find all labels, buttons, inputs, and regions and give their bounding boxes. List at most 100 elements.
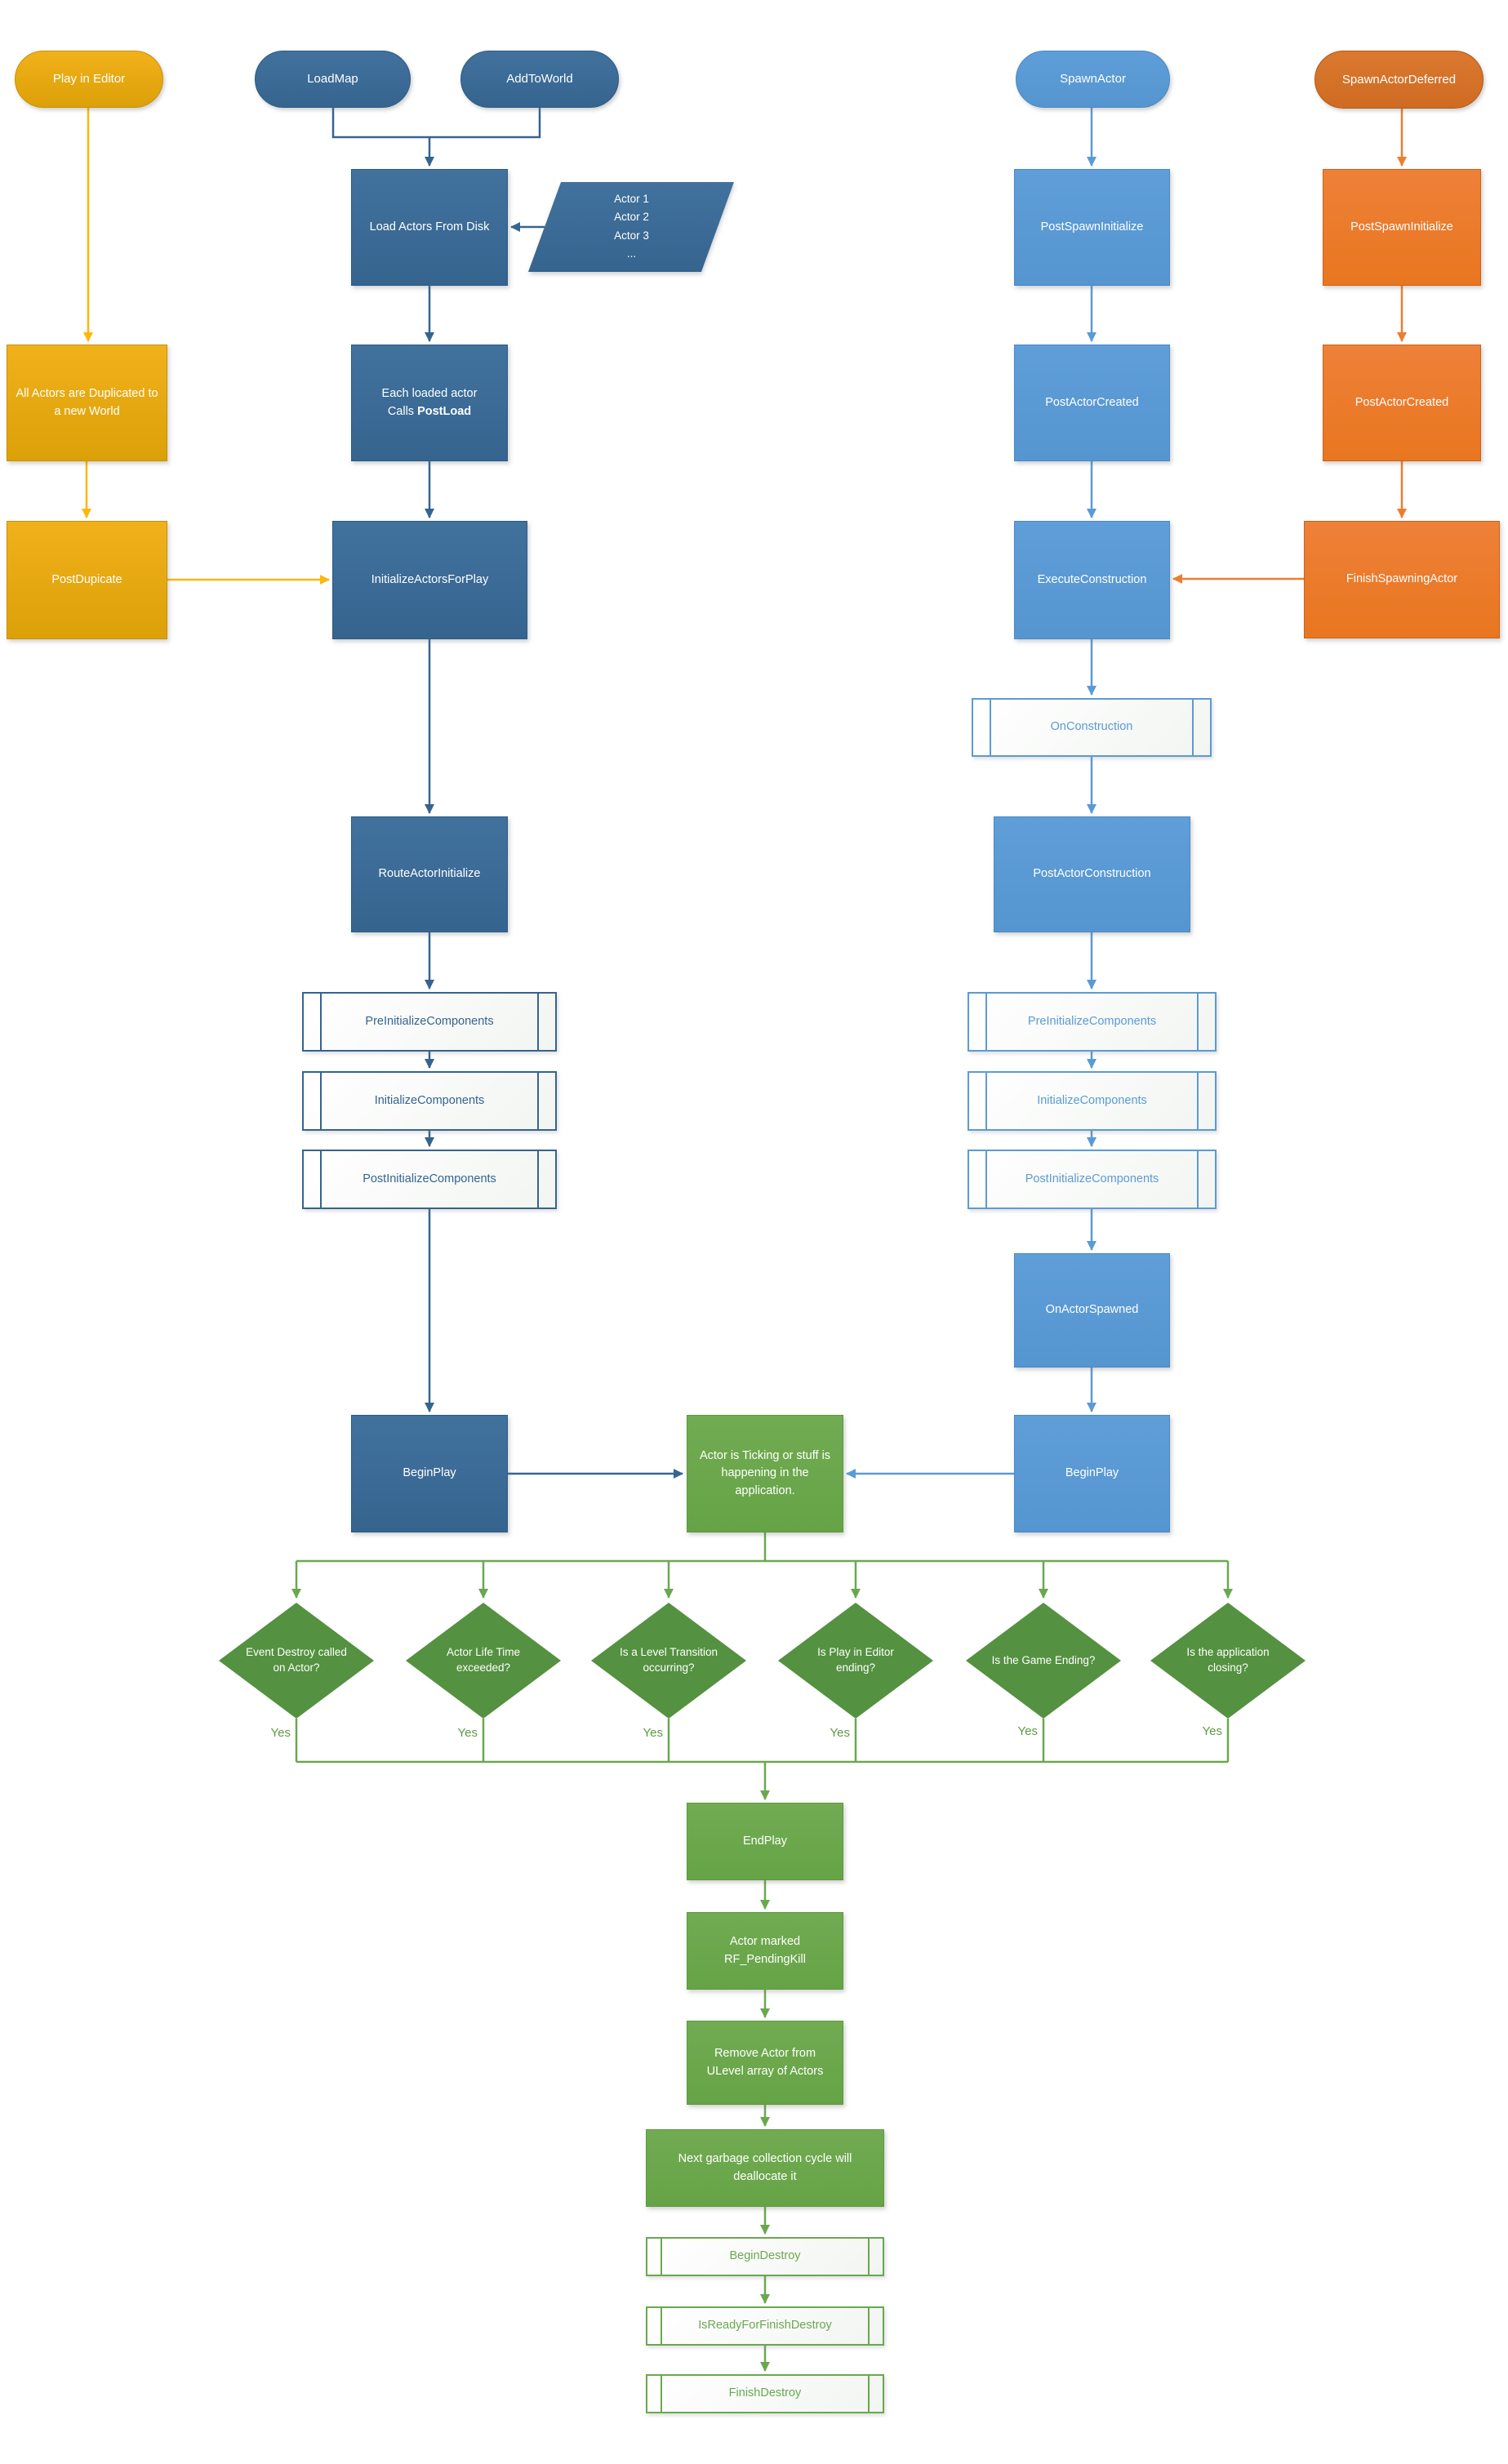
all-actors-duplicated-label: All Actors are Duplicated to a new World <box>16 387 158 418</box>
remove-from-ulevel-label: Remove Actor from ULevel array of Actors <box>706 2047 824 2078</box>
dark-blue-connectors <box>331 108 683 1479</box>
subroutine-bar <box>985 994 987 1050</box>
node-postdupicate: PostDupicate <box>7 521 167 639</box>
start-loadmap: LoadMap <box>255 51 411 108</box>
node-finishspawningactor: FinishSpawningActor <box>1304 521 1500 638</box>
postactorconstruction-label: PostActorConstruction <box>1033 867 1151 881</box>
subroutine-initializecomponents-right: InitializeComponents <box>968 1071 1217 1131</box>
node-postload: Each loaded actor Calls PostLoad <box>351 345 508 461</box>
decision-level-transition-label: Is a Level Transition occurring? <box>619 1646 718 1674</box>
load-actors-label: Load Actors From Disk <box>369 220 490 234</box>
node-garbage-collection: Next garbage collection cycle will deall… <box>646 2129 884 2207</box>
spawnactor-label: SpawnActor <box>1060 72 1126 87</box>
node-postspawninitialize-orange: PostSpawnInitialize <box>1323 169 1481 286</box>
subroutine-finishdestroy: FinishDestroy <box>646 2374 884 2413</box>
initializecomponents-right-label: InitializeComponents <box>1037 1093 1147 1107</box>
addtoworld-label: AddToWorld <box>506 72 573 87</box>
data-actor-list: Actor 1 Actor 2 Actor 3 ... <box>527 182 735 272</box>
beginplay-left-label: BeginPlay <box>403 1466 456 1480</box>
start-spawnactor: SpawnActor <box>1016 51 1170 108</box>
join-loadmap-addtoworld <box>331 108 541 139</box>
routeactorinitialize-label: RouteActorInitialize <box>378 867 481 881</box>
subroutine-preinitializecomponents-left: PreInitializeComponents <box>302 992 557 1052</box>
decision-lifetime-exceeded-label: Actor Life Time exceeded? <box>446 1646 521 1674</box>
postload-line2: Calls PostLoad <box>388 403 471 420</box>
isreadyforfinishdestroy-label: IsReadyForFinishDestroy <box>698 2319 832 2333</box>
subroutine-bar <box>537 1151 539 1208</box>
node-postactorcreated-blue: PostActorCreated <box>1014 345 1170 461</box>
pendingkill-label: Actor marked RF_PendingKill <box>724 1935 806 1966</box>
subroutine-bar <box>868 2376 870 2412</box>
node-onactorspawned: OnActorSpawned <box>1014 1253 1170 1368</box>
preinitializecomponents-right-label: PreInitializeComponents <box>1027 1014 1157 1028</box>
yes-label-6: Yes <box>1202 1724 1222 1738</box>
yes-label-1: Yes <box>270 1726 291 1740</box>
node-postspawninitialize-blue: PostSpawnInitialize <box>1014 169 1170 286</box>
yes-label-2: Yes <box>457 1726 478 1740</box>
decision-pie-ending-label: Is Play in Editor ending? <box>817 1646 894 1674</box>
yes-label-4: Yes <box>830 1726 850 1740</box>
subroutine-bar <box>985 1073 987 1129</box>
subroutine-bar <box>868 2308 870 2344</box>
subroutine-bar <box>1192 700 1194 755</box>
actor-list-line-1: Actor 1 <box>613 193 649 206</box>
start-addtoworld: AddToWorld <box>460 51 619 108</box>
subroutine-preinitializecomponents-right: PreInitializeComponents <box>968 992 1217 1052</box>
postload-line2-prefix: Calls <box>387 404 418 418</box>
yes-label-3: Yes <box>643 1726 663 1740</box>
node-endplay: EndPlay <box>687 1803 843 1880</box>
subroutine-isreadyforfinishdestroy: IsReadyForFinishDestroy <box>646 2306 884 2346</box>
subroutine-bar <box>990 700 991 755</box>
finishdestroy-label: FinishDestroy <box>728 2386 802 2400</box>
node-postactorcreated-orange: PostActorCreated <box>1323 345 1481 461</box>
orange-connectors <box>1172 109 1407 584</box>
initializecomponents-left-label: InitializeComponents <box>374 1093 485 1107</box>
decision-application-closing-label: Is the application closing? <box>1186 1646 1270 1674</box>
postinitializecomponents-right-label: PostInitializeComponents <box>1025 1172 1159 1185</box>
postload-line1: Each loaded actor <box>381 387 478 401</box>
subroutine-begindestroy: BeginDestroy <box>646 2237 884 2276</box>
preinitializecomponents-left-label: PreInitializeComponents <box>365 1014 494 1028</box>
subroutine-initializecomponents-left: InitializeComponents <box>302 1071 557 1131</box>
spawnactordeferred-label: SpawnActorDeferred <box>1341 72 1457 87</box>
begindestroy-label: BeginDestroy <box>729 2249 801 2263</box>
node-actor-ticking: Actor is Ticking or stuff is happening i… <box>687 1415 843 1532</box>
postspawninitialize-blue-label: PostSpawnInitialize <box>1040 220 1144 234</box>
light-blue-connectors <box>846 108 1097 1479</box>
subroutine-bar <box>985 1151 987 1208</box>
subroutine-bar <box>320 1151 322 1208</box>
subroutine-bar <box>868 2239 870 2275</box>
subroutine-bar <box>661 2376 662 2412</box>
postinitializecomponents-left-label: PostInitializeComponents <box>363 1172 496 1185</box>
decision-game-ending-label: Is the Game Ending? <box>991 1653 1096 1666</box>
subroutine-bar <box>537 1073 539 1129</box>
garbage-collection-label: Next garbage collection cycle will deall… <box>678 2152 852 2183</box>
beginplay-right-label: BeginPlay <box>1065 1466 1119 1480</box>
node-initializeactorsforplay: InitializeActorsForPlay <box>332 521 527 639</box>
node-postactorconstruction: PostActorConstruction <box>994 816 1190 932</box>
node-executeconstruction: ExecuteConstruction <box>1014 521 1170 639</box>
finishspawningactor-label: FinishSpawningActor <box>1346 572 1458 586</box>
onconstruction-label: OnConstruction <box>1050 720 1133 734</box>
subroutine-bar <box>1197 994 1199 1050</box>
subroutine-postinitializecomponents-left: PostInitializeComponents <box>302 1150 557 1209</box>
yes-label-5: Yes <box>1017 1724 1038 1738</box>
subroutine-bar <box>320 1073 322 1129</box>
subroutine-onconstruction: OnConstruction <box>972 698 1212 757</box>
actor-list-line-3: Actor 3 <box>613 229 649 242</box>
node-all-actors-duplicated: All Actors are Duplicated to a new World <box>7 345 167 461</box>
actor-ticking-label: Actor is Ticking or stuff is happening i… <box>699 1449 831 1497</box>
decision-event-destroy-label: Event Destroy called on Actor? <box>246 1646 347 1674</box>
node-beginplay-left: BeginPlay <box>351 1415 508 1532</box>
executeconstruction-label: ExecuteConstruction <box>1037 572 1147 586</box>
loadmap-label: LoadMap <box>307 72 358 87</box>
node-pendingkill: Actor marked RF_PendingKill <box>687 1912 843 1990</box>
subroutine-bar <box>1197 1151 1199 1208</box>
postspawninitialize-orange-label: PostSpawnInitialize <box>1350 220 1453 234</box>
node-beginplay-right: BeginPlay <box>1014 1415 1170 1532</box>
node-remove-from-ulevel: Remove Actor from ULevel array of Actors <box>687 2021 843 2105</box>
initializeactorsforplay-label: InitializeActorsForPlay <box>371 572 489 586</box>
start-play-in-editor: Play in Editor <box>15 51 163 108</box>
